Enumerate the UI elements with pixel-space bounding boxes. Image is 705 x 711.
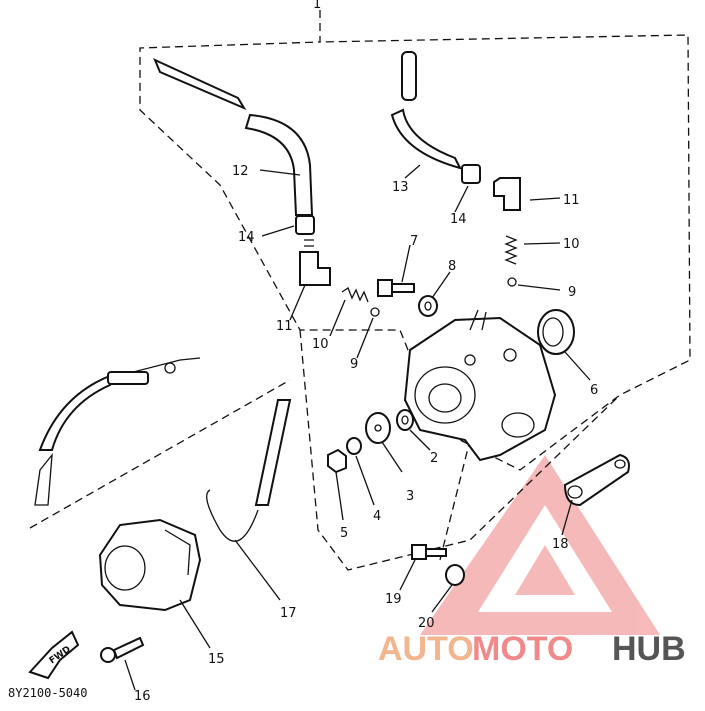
screw-16 (100, 636, 145, 663)
hose-13 (390, 51, 462, 170)
washer-20 (445, 564, 465, 586)
label-9-left: 9 (350, 357, 358, 372)
clamp-14-left (295, 215, 315, 235)
pump-cable (34, 357, 201, 506)
label-13: 13 (392, 180, 409, 195)
watermark-hub: HUB (612, 630, 686, 668)
label-3: 3 (406, 489, 414, 504)
elbow-fitting-11-left (299, 239, 331, 286)
leader-lines (124, 164, 591, 691)
label-7: 7 (410, 234, 418, 249)
label-2: 2 (430, 451, 438, 466)
label-17: 17 (280, 606, 297, 621)
ball-9-left (370, 307, 380, 317)
washer-8 (418, 295, 438, 317)
label-14-right: 14 (450, 212, 467, 227)
label-10-right: 10 (563, 237, 580, 252)
label-14-left: 14 (238, 230, 255, 245)
label-8: 8 (448, 259, 456, 274)
drawing-code: 8Y2100-5040 (8, 686, 87, 700)
ball-9-right (507, 277, 517, 287)
label-20: 20 (418, 616, 435, 631)
washer-4 (346, 437, 362, 455)
washer-2 (396, 409, 414, 431)
bolt-7 (377, 279, 415, 297)
bolt-19 (411, 544, 447, 560)
elbow-fitting-11-right (493, 177, 521, 211)
cable-17 (206, 399, 292, 542)
cable-outline (29, 379, 291, 529)
nut-5 (327, 448, 347, 474)
label-16: 16 (134, 689, 151, 704)
label-10-left: 10 (312, 337, 329, 352)
label-12: 12 (232, 164, 249, 179)
watermark-auto: AUTO (378, 630, 474, 668)
label-9-right: 9 (568, 285, 576, 300)
gasket-18 (563, 453, 630, 507)
clamp-14-right (461, 164, 481, 184)
label-18: 18 (552, 537, 569, 552)
leader-19 (439, 439, 471, 561)
hose-12 (153, 58, 314, 216)
pump-cover-15 (98, 518, 202, 612)
watermark-logo (420, 455, 660, 635)
oil-seal-6 (537, 309, 575, 355)
label-19: 19 (385, 592, 402, 607)
label-11-right: 11 (563, 193, 580, 208)
label-1: 1 (313, 0, 321, 12)
label-4: 4 (373, 509, 381, 524)
label-5: 5 (340, 526, 348, 541)
assembly-outline (139, 10, 691, 471)
spring-10-left (341, 287, 369, 303)
assembly-outline-lower (299, 329, 621, 571)
label-15: 15 (208, 652, 225, 667)
fwd-arrow-icon: FWD (28, 630, 80, 680)
spring-10-right (504, 235, 518, 265)
plate-3 (365, 412, 391, 444)
label-6: 6 (590, 383, 598, 398)
label-11-left: 11 (276, 319, 293, 334)
oil-pump-body-1 (403, 309, 557, 462)
watermark-moto: MOTO (472, 630, 573, 668)
